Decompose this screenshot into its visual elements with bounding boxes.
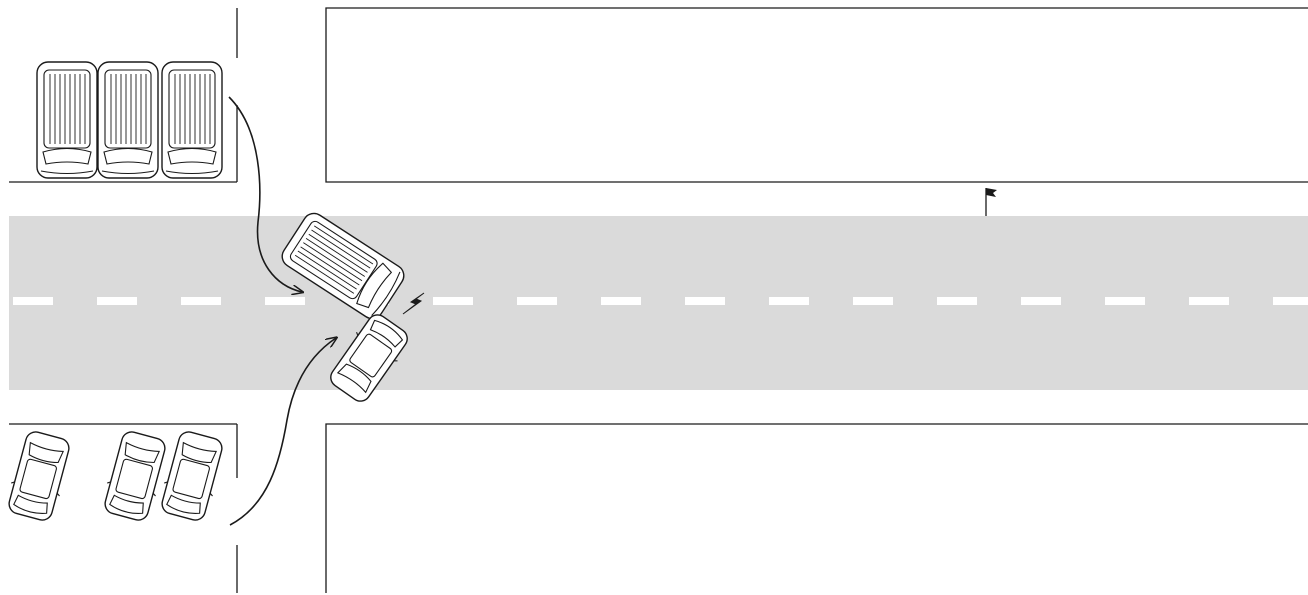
bottom-building bbox=[325, 423, 1308, 593]
lightning-bolt-icon bbox=[402, 292, 425, 315]
parked-van bbox=[97, 61, 159, 179]
car-path-arrow bbox=[229, 338, 336, 526]
parked-car bbox=[156, 428, 228, 524]
top-building bbox=[325, 7, 1308, 183]
parked-van bbox=[36, 61, 98, 179]
top-left-parking-lot bbox=[9, 8, 238, 183]
parked-car bbox=[99, 428, 171, 524]
parked-van bbox=[161, 61, 223, 179]
bottom-left-parking-lot bbox=[9, 423, 238, 593]
flag-icon bbox=[985, 188, 997, 216]
van-path-arrow bbox=[228, 96, 302, 292]
parked-car bbox=[3, 428, 75, 524]
road bbox=[9, 216, 1308, 390]
